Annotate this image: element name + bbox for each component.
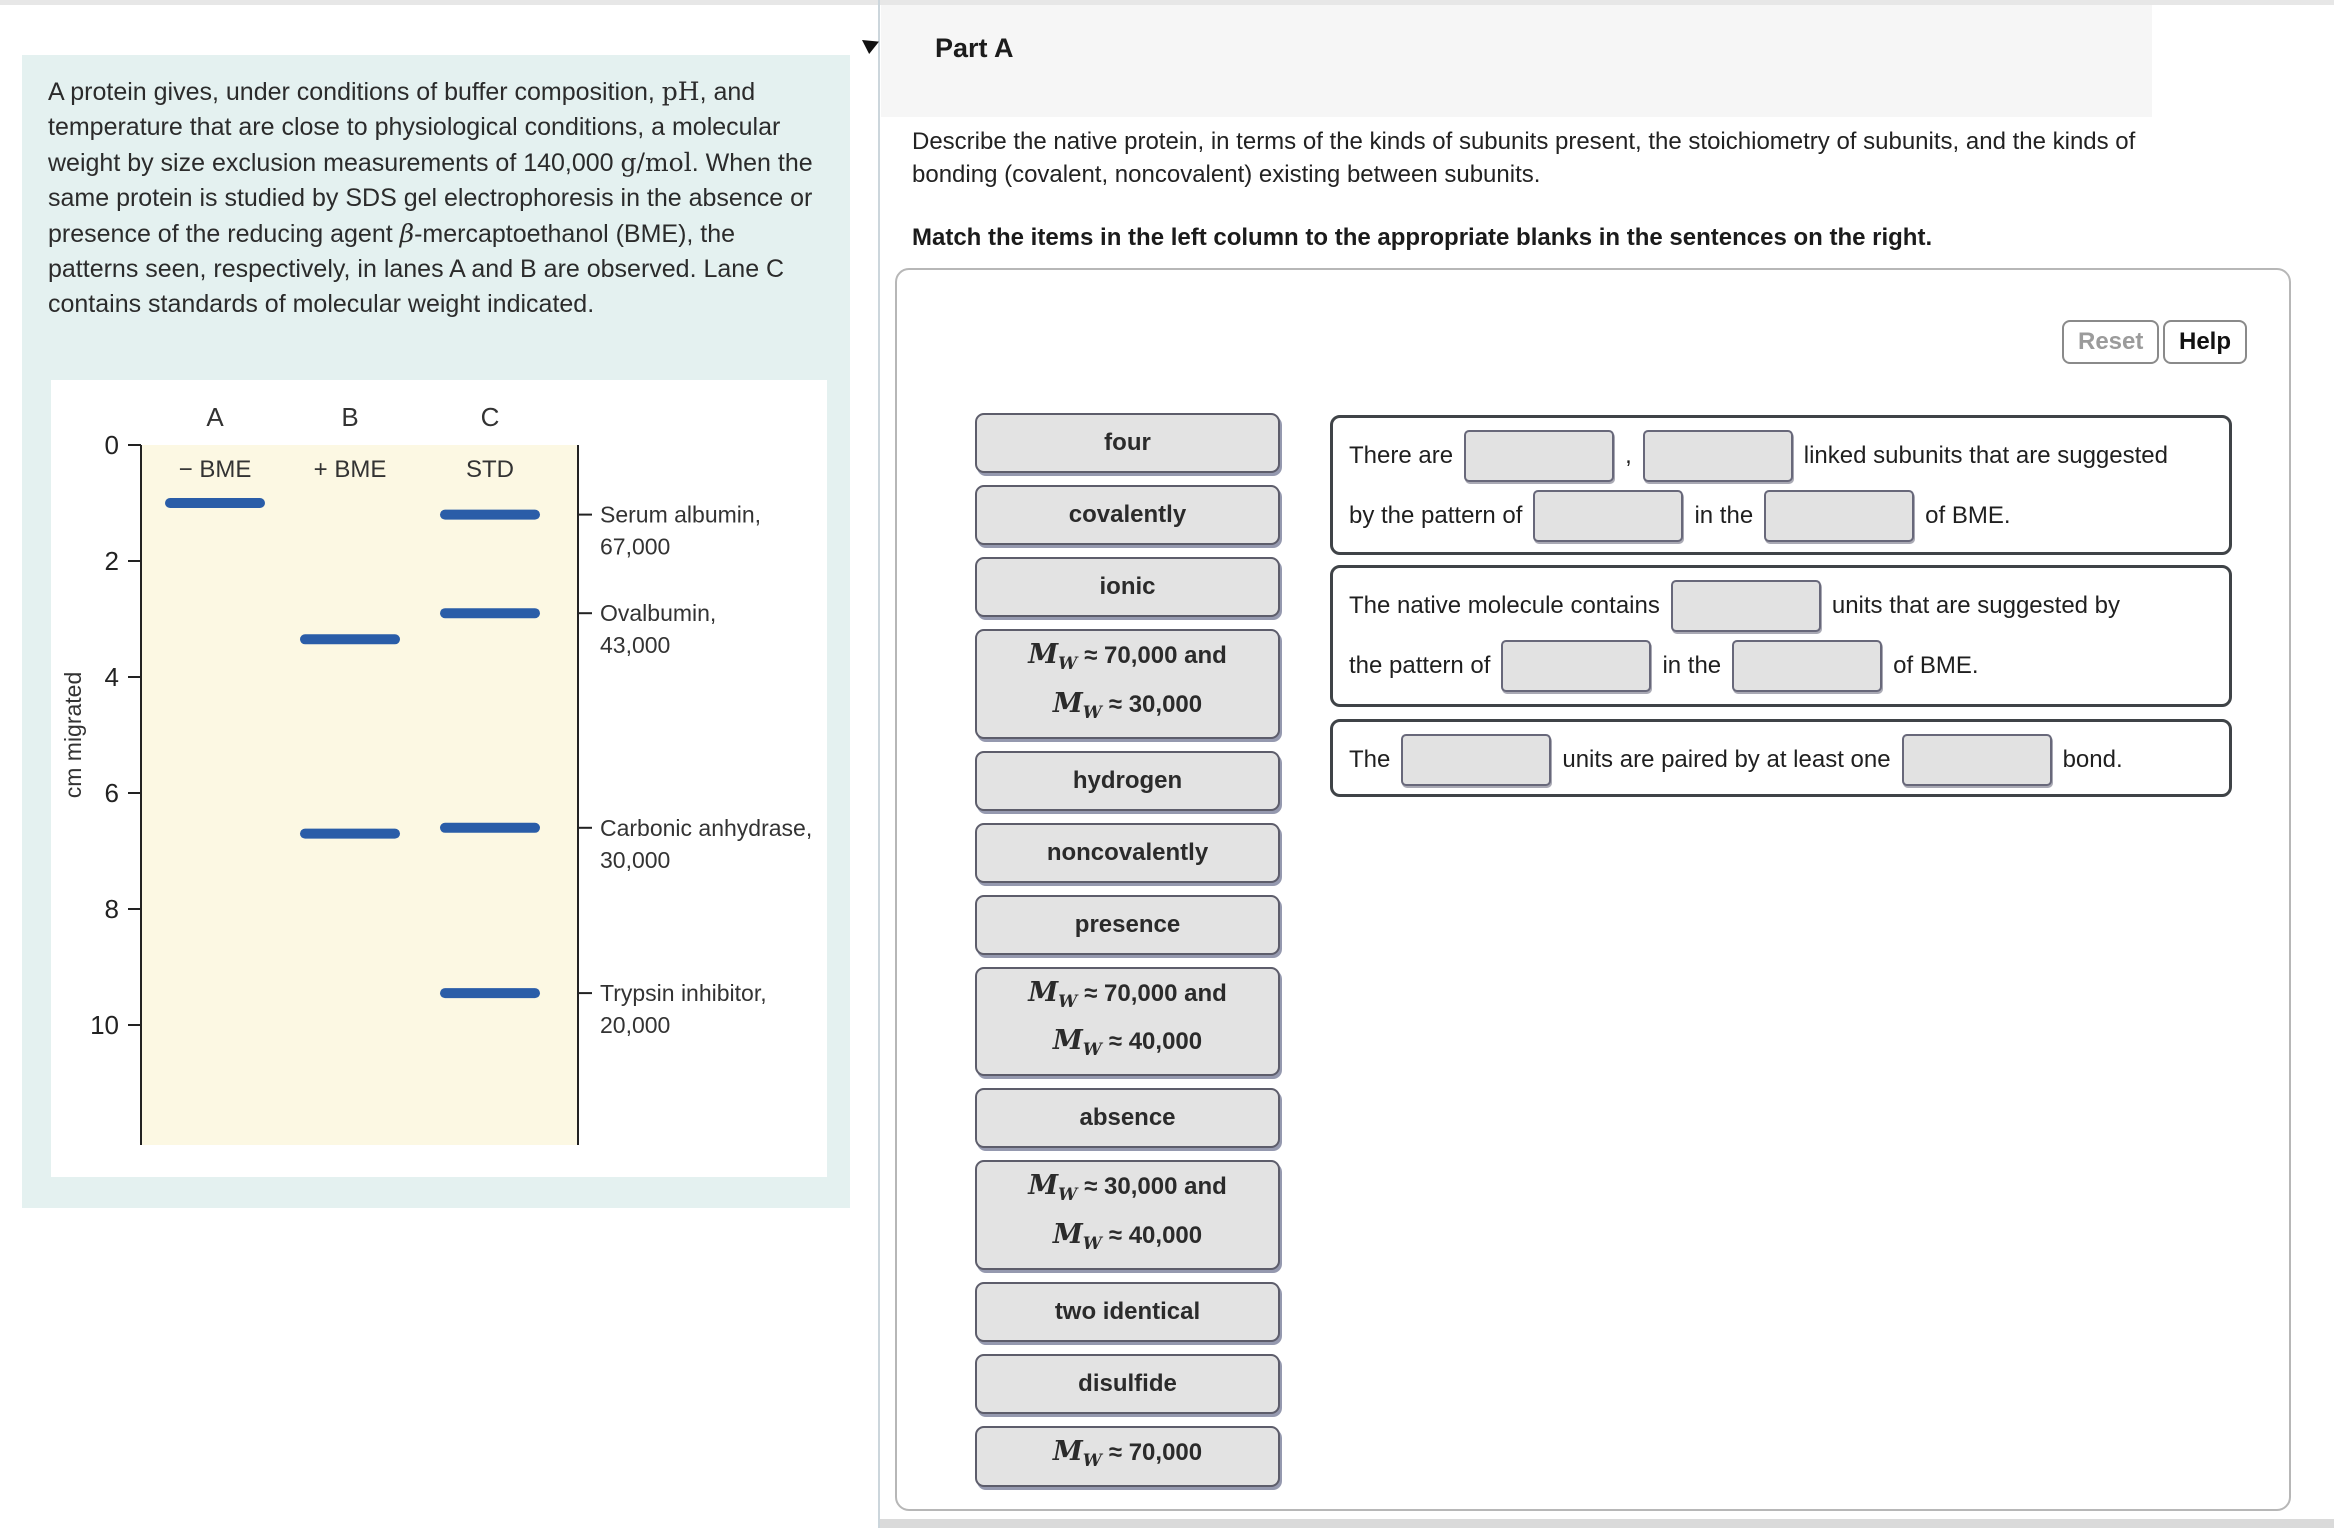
answer-blank-1c[interactable] — [1533, 490, 1684, 542]
svg-text:+ BME: + BME — [314, 456, 387, 483]
sentence-text: by the pattern of — [1349, 502, 1523, 529]
panel-divider — [878, 0, 880, 1528]
drag-item-two-identical[interactable]: two identical — [975, 1281, 1280, 1342]
sentence-text: The native molecule contains — [1349, 592, 1660, 619]
drag-item-mw-70000-30000[interactable]: MW≈ 70,000 and MW≈ 30,000 — [975, 629, 1280, 739]
part-a-header-band — [881, 5, 2152, 117]
sentence-text: There are — [1349, 442, 1454, 469]
svg-text:20,000: 20,000 — [600, 1012, 670, 1038]
svg-text:30,000: 30,000 — [600, 847, 670, 873]
svg-text:8: 8 — [105, 894, 119, 924]
drag-item-mw-70000-40000[interactable]: MW≈ 70,000 and MW≈ 40,000 — [975, 966, 1280, 1077]
answer-blank-2a[interactable] — [1670, 580, 1821, 632]
svg-text:C: C — [481, 402, 500, 432]
sentence-text: , — [1625, 442, 1632, 469]
drag-item-absence[interactable]: absence — [975, 1088, 1280, 1149]
svg-text:cm migrated: cm migrated — [60, 672, 86, 799]
reset-button[interactable]: Reset — [2062, 320, 2160, 364]
svg-text:67,000: 67,000 — [600, 534, 670, 560]
drag-items-column: four covalently ionic MW≈ 70,000 and MW≈… — [975, 413, 1280, 1487]
part-description: Describe the native protein, in terms of… — [912, 128, 2136, 188]
sentence-text: in the — [1662, 652, 1722, 679]
drag-item-four[interactable]: four — [975, 413, 1280, 473]
drag-item-mw-70000[interactable]: MW≈ 70,000 — [975, 1425, 1280, 1487]
svg-text:10: 10 — [90, 1010, 119, 1040]
gel-figure-box: cm migrated 0 2 4 6 8 10 A − BME B + BME C STD Serum … — [51, 380, 827, 1177]
sentence-2: The native molecule contains units that … — [1330, 565, 2232, 707]
svg-text:4: 4 — [105, 662, 119, 692]
sentence-text: in the — [1694, 502, 1754, 529]
sentence-text: linked subunits that are suggested — [1803, 442, 2168, 469]
svg-text:Serum albumin,: Serum albumin, — [600, 502, 761, 528]
sentence-3: The units are paired by at least one bon… — [1330, 719, 2232, 797]
next-section-edge — [880, 1519, 2334, 1528]
drag-item-disulfide[interactable]: disulfide — [975, 1353, 1280, 1414]
svg-text:B: B — [341, 402, 358, 432]
answer-blank-3a[interactable] — [1401, 734, 1552, 786]
sentence-text: units are paired by at least one — [1562, 746, 1891, 773]
svg-text:A: A — [206, 402, 224, 432]
matching-activity: Reset Help four covalently ionic MW≈ 70,… — [895, 268, 2291, 1511]
sentence-text: bond. — [2062, 746, 2123, 773]
drag-item-covalently[interactable]: covalently — [975, 485, 1280, 545]
answer-blank-1a[interactable] — [1464, 430, 1615, 482]
svg-text:Ovalbumin,: Ovalbumin, — [600, 600, 716, 626]
sentence-text: of BME. — [1893, 652, 1979, 679]
svg-text:− BME: − BME — [179, 456, 252, 483]
drag-item-ionic[interactable]: ionic — [975, 557, 1280, 617]
part-title: Part A — [935, 33, 1014, 63]
sentence-text: the pattern of — [1349, 652, 1491, 679]
sentence-text: units that are suggested by — [1831, 592, 2121, 619]
sentence-text: of BME. — [1925, 502, 2011, 529]
svg-text:2: 2 — [105, 546, 119, 576]
help-button[interactable]: Help — [2163, 320, 2248, 364]
sentence-1: There are , linked subunits that are sug… — [1330, 415, 2232, 555]
svg-text:0: 0 — [105, 430, 119, 460]
answer-blank-2c[interactable] — [1732, 640, 1883, 692]
collapse-caret-icon[interactable] — [862, 40, 879, 54]
problem-panel: A protein gives, under conditions of buf… — [22, 55, 850, 1208]
drag-item-noncovalently[interactable]: noncovalently — [975, 822, 1280, 883]
drag-item-presence[interactable]: presence — [975, 894, 1280, 955]
problem-statement: A protein gives, under conditions of buf… — [48, 77, 813, 318]
answer-blank-2b[interactable] — [1501, 640, 1652, 692]
sentence-text: The — [1349, 746, 1391, 773]
svg-text:Carbonic anhydrase,: Carbonic anhydrase, — [600, 815, 812, 841]
match-instruction: Match the items in the left column to th… — [912, 224, 1933, 251]
top-border — [0, 0, 2334, 5]
svg-text:STD: STD — [466, 456, 514, 483]
drag-item-mw-30000-40000[interactable]: MW≈ 30,000 and MW≈ 40,000 — [975, 1160, 1280, 1270]
gel-electrophoresis-figure: cm migrated 0 2 4 6 8 10 A − BME B + BME C STD Serum … — [60, 402, 812, 1145]
svg-text:Trypsin inhibitor,: Trypsin inhibitor, — [600, 980, 767, 1006]
svg-text:43,000: 43,000 — [600, 632, 670, 658]
answer-blank-1d[interactable] — [1764, 490, 1915, 542]
answer-blank-1b[interactable] — [1642, 430, 1793, 482]
drag-item-hydrogen[interactable]: hydrogen — [975, 750, 1280, 811]
answer-blank-3b[interactable] — [1901, 734, 2052, 786]
svg-text:6: 6 — [105, 778, 119, 808]
